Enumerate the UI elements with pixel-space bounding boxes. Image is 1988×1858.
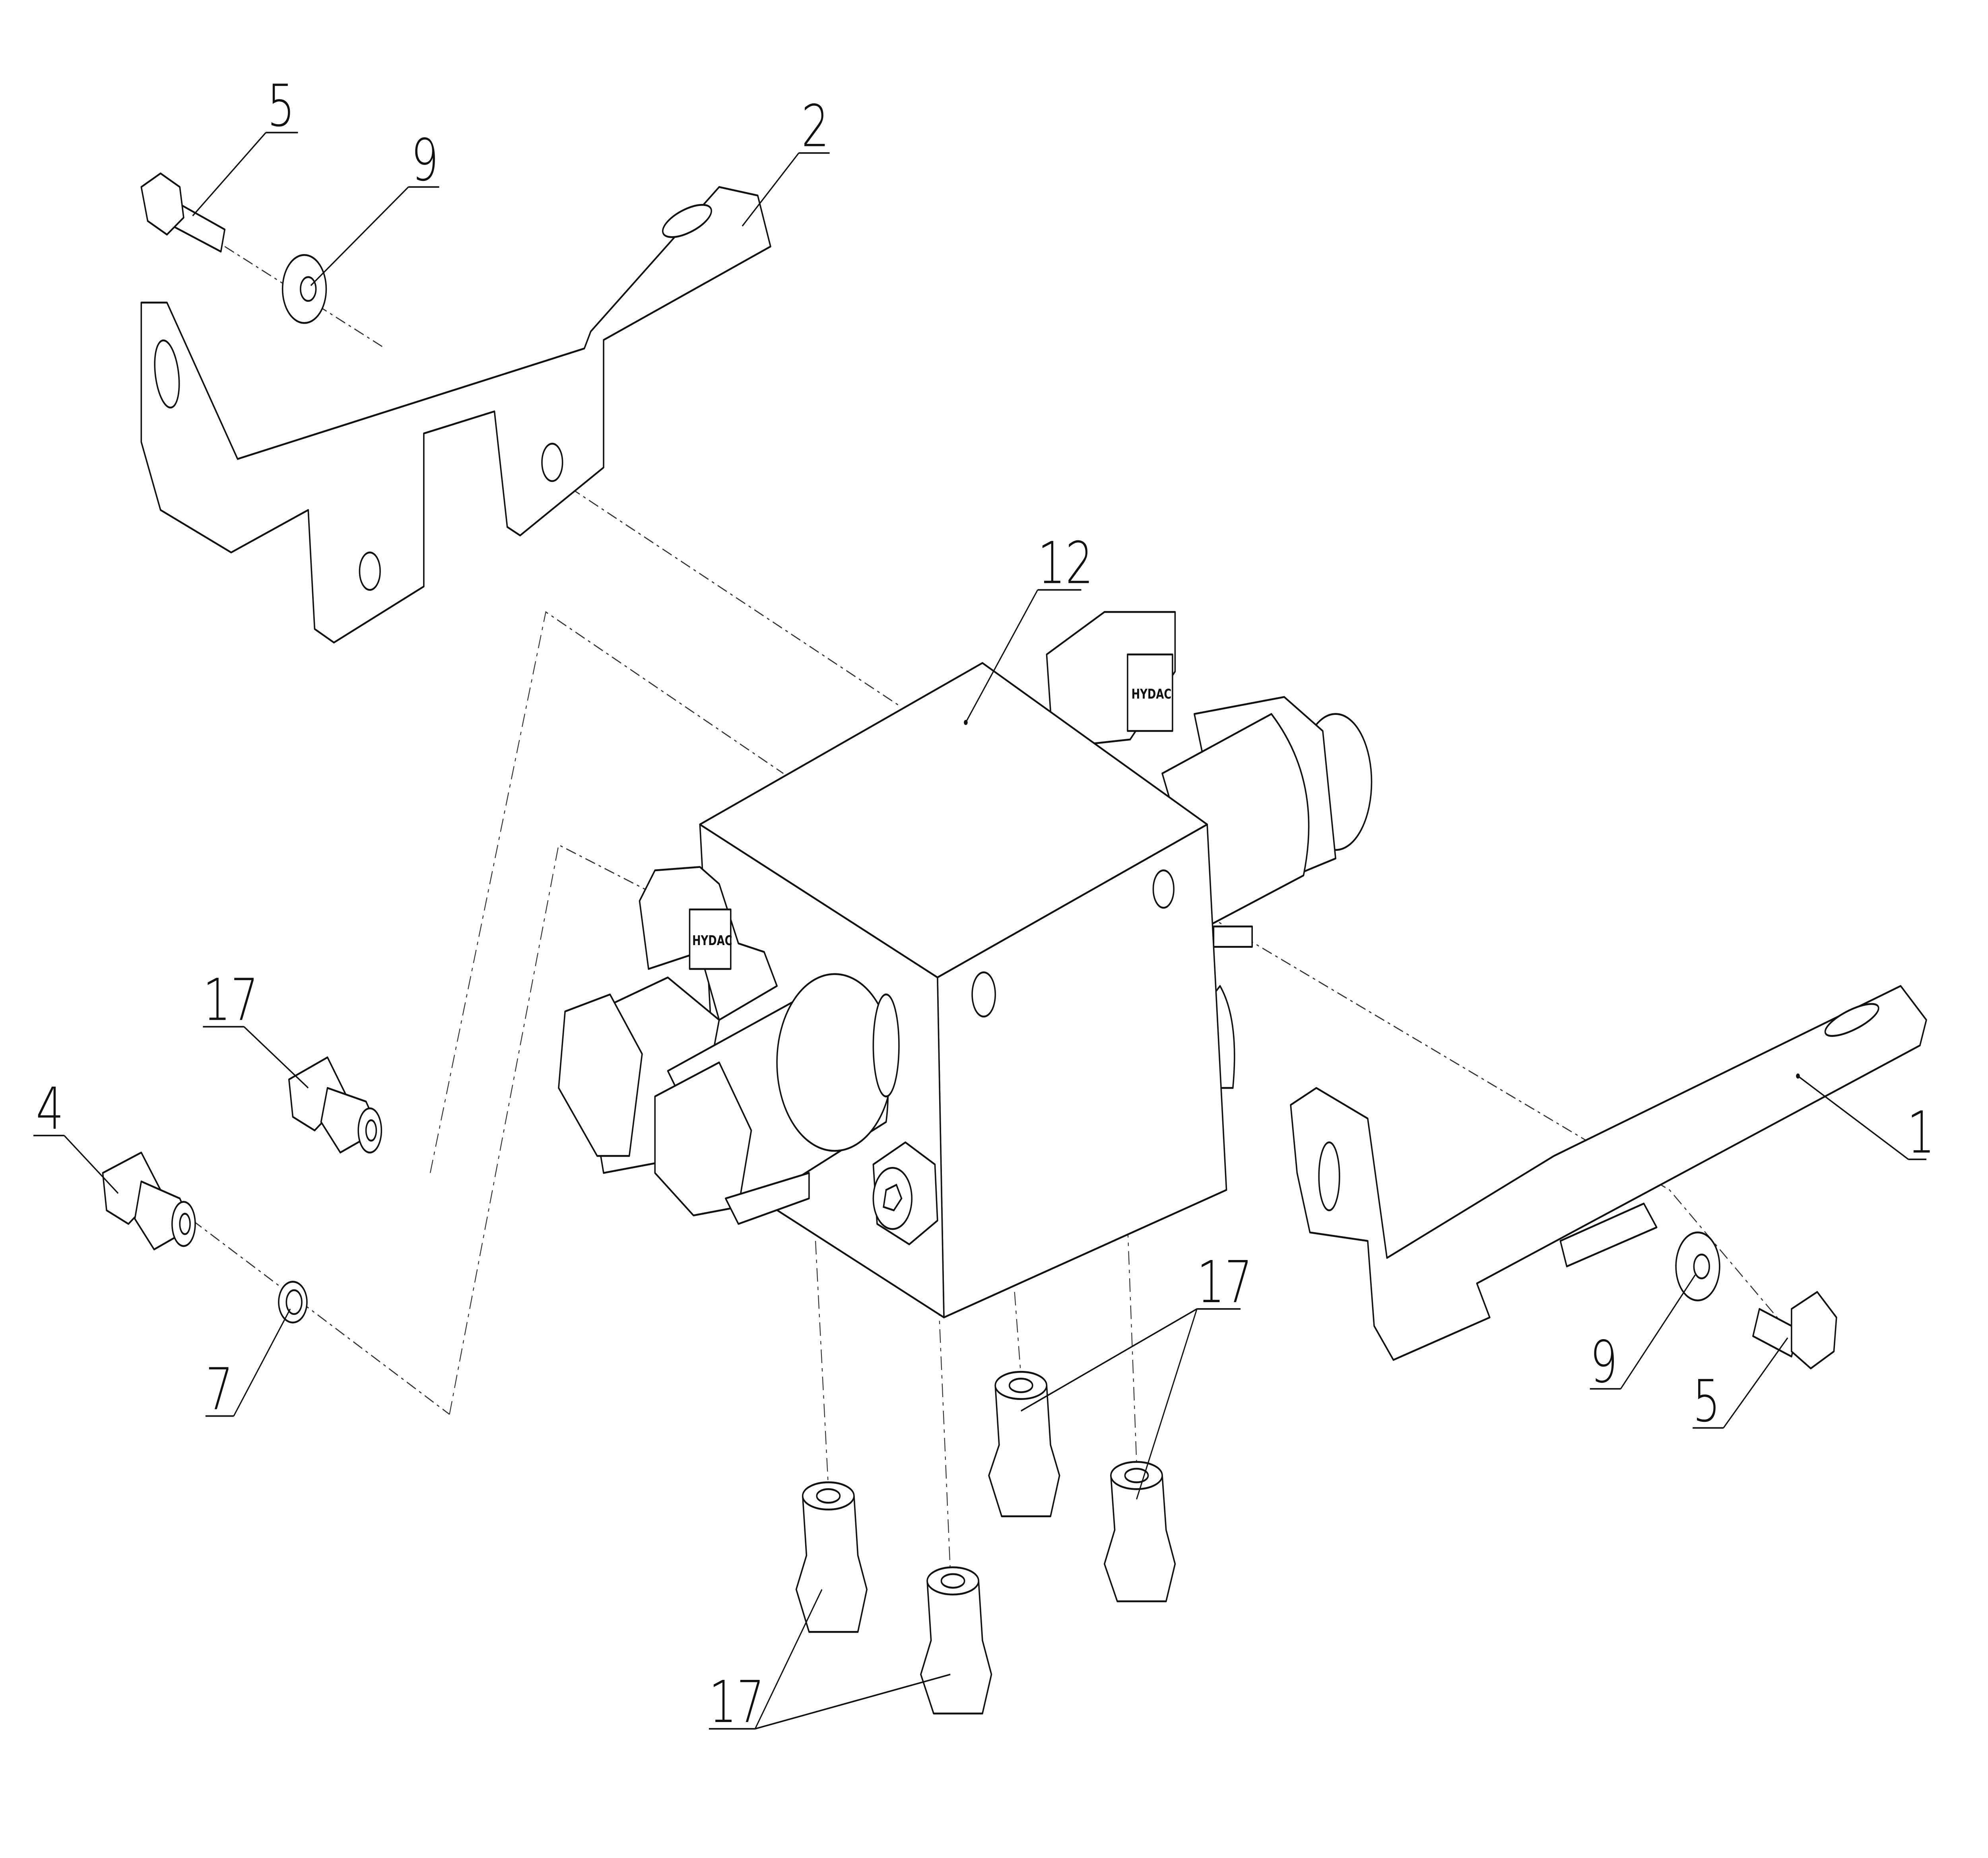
fitting-bottom-4 [1104,1461,1176,1602]
bracket-top [140,186,771,644]
fitting-far-left [102,1151,196,1250]
bolt-top-left [140,172,226,253]
callout-12: 12 [1038,530,1093,597]
callout-9-top: 9 [411,127,439,194]
callout-17-left: 17 [203,967,258,1034]
solenoid-rear-brand-label: HYDAC [1132,687,1172,702]
callout-1: 1 [1907,1099,1935,1166]
fitting-bottom-1 [795,1481,868,1633]
seal-ring [278,1281,308,1324]
washer-right [1675,1231,1720,1302]
fitting-bottom-3 [988,1371,1060,1517]
callout-7: 7 [206,1356,233,1423]
solenoid-front-brand-label: HYDAC [692,933,732,949]
bracket-right [1290,985,1927,1361]
callout-17-bottom-right: 17 [1197,1249,1252,1316]
valve-block [699,662,1227,1318]
callout-17-bottom-left: 17 [709,1669,765,1736]
callout-4: 4 [36,1076,64,1143]
hex-plug [872,1141,938,1245]
solenoid-front: HYDAC [558,866,900,1225]
bolt-right [1752,1291,1837,1370]
callout-5-right: 5 [1693,1368,1720,1435]
fitting-left [288,1056,382,1154]
fittings-bottom [795,1371,1176,1714]
callout-5-top: 5 [267,72,295,140]
callout-9-right: 9 [1590,1329,1618,1396]
washer-top-left [282,254,327,324]
fitting-bottom-2 [920,1566,992,1714]
callout-2: 2 [802,93,829,160]
callout-labels: 5 9 2 12 17 4 7 1 9 5 17 17 [33,72,1935,1736]
assembly-axis-lines [192,246,1792,1573]
